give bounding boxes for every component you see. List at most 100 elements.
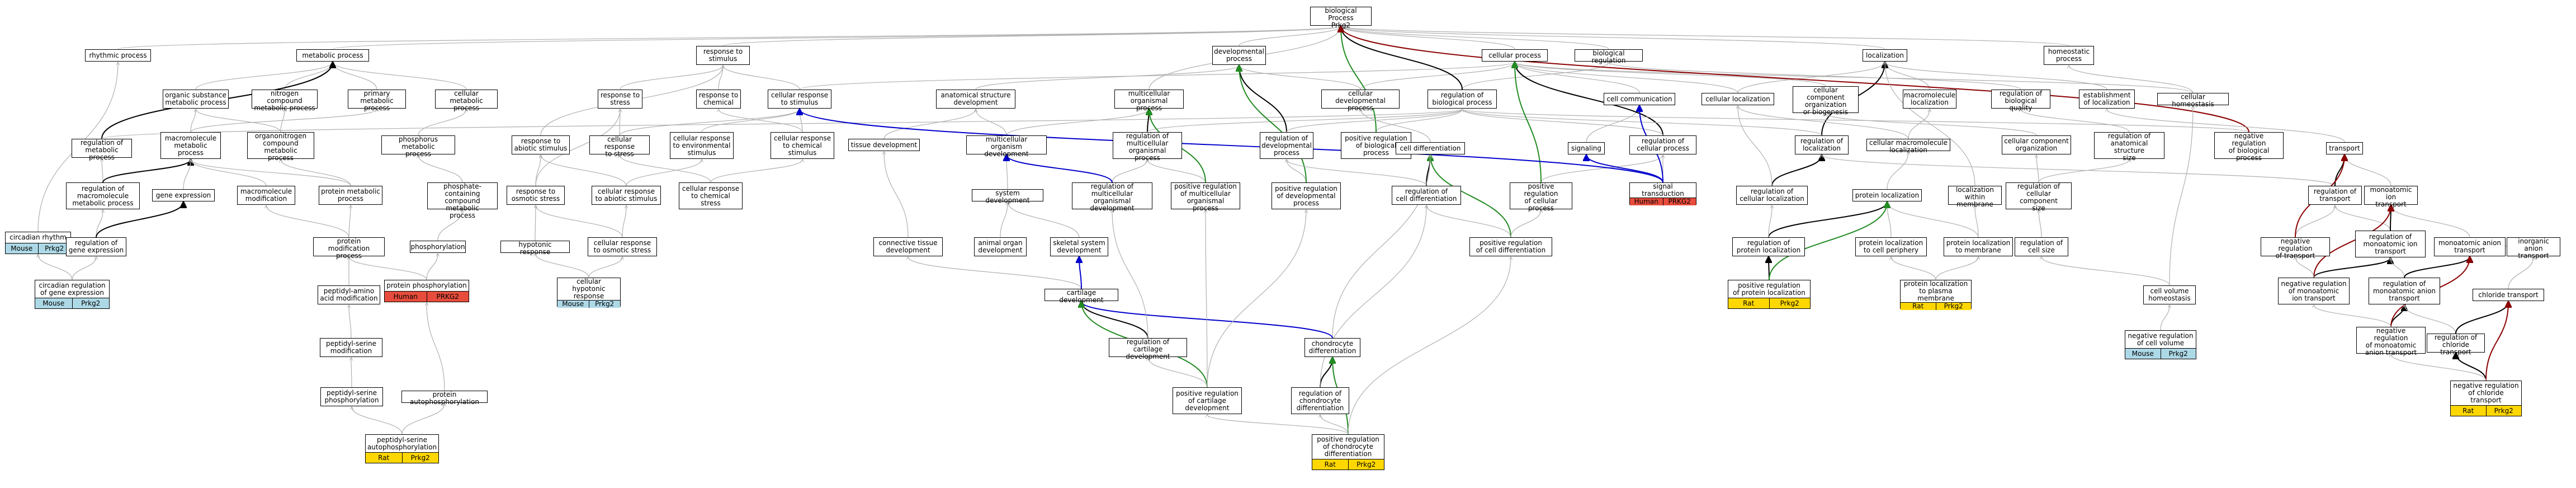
go-term-estab-loc[interactable]: establishment of localization <box>2079 90 2135 109</box>
go-term-reg-cartilage[interactable]: regulation of cartilage development <box>1109 338 1187 360</box>
go-term-cell-resp-env[interactable]: cellular response to environmental stimu… <box>670 132 734 159</box>
go-term-localization[interactable]: localization <box>1863 49 1907 62</box>
go-term-reg-cell-loc[interactable]: regulation of cellular localization <box>1736 186 1808 205</box>
go-term-reg-macro-met[interactable]: regulation of macromolecule metabolic pr… <box>66 182 140 209</box>
go-term-loc-within-mem[interactable]: localization within membrane <box>1948 186 2002 208</box>
go-term-reg-anat-size[interactable]: regulation of anatomical structure size <box>2094 132 2164 162</box>
go-term-homeostatic[interactable]: homeostatic process <box>2044 46 2094 65</box>
go-term-neg-reg-monoatomic-anion[interactable]: negative regulation of monoatomic anion … <box>2356 327 2426 356</box>
go-term-transport[interactable]: transport <box>2326 142 2363 154</box>
go-term-pos-reg-mc[interactable]: positive regulation of multicellular org… <box>1171 182 1240 212</box>
go-term-cell-comp-org2[interactable]: cellular component organization <box>2002 135 2071 154</box>
go-term-reg-bio[interactable]: regulation of biological process <box>1428 90 1497 109</box>
go-term-neg-reg-monoatomic-ion[interactable]: negative regulation of monoatomic ion tr… <box>2278 278 2350 304</box>
go-term-chondrocyte-diff[interactable]: chondrocyte differentiation <box>1304 338 1360 357</box>
go-term-reg-prot-loc[interactable]: regulation of protein localization <box>1732 237 1805 256</box>
go-term-reg-mc-org-dev[interactable]: regulation of multicellular organismal d… <box>1072 182 1152 212</box>
go-term-gene-expr[interactable]: gene expression <box>152 189 215 201</box>
go-term-reg-transport[interactable]: regulation of transport <box>2308 186 2362 205</box>
go-term-cell-dev[interactable]: cellular developmental process <box>1321 90 1400 112</box>
go-term-mc-org[interactable]: multicellular organismal process <box>1114 90 1184 112</box>
go-term-connective[interactable]: connective tissue development <box>873 237 943 256</box>
go-term-metabolic[interactable]: metabolic process <box>296 49 369 62</box>
go-term-bioreg[interactable]: biological regulation <box>1575 49 1643 64</box>
go-term-primary[interactable]: primary metabolic process <box>348 90 406 112</box>
go-term-rhythmic[interactable]: rhythmic process <box>85 49 151 62</box>
go-term-cell-resp-stim[interactable]: cellular response to stimulus <box>768 90 831 109</box>
go-term-anat[interactable]: anatomical structure development <box>936 90 1015 109</box>
go-term-reg-met[interactable]: regulation of metabolic process <box>72 139 132 161</box>
go-term-prot-autophos[interactable]: protein autophosphorylation <box>401 391 488 406</box>
go-term-prot-loc-mem[interactable]: protein localization to membrane <box>1944 237 2013 256</box>
go-term-cell-resp-abiotic[interactable]: cellular response to abiotic stimulus <box>592 186 661 205</box>
go-term-reg-cell-size[interactable]: regulation of cell size <box>2015 237 2068 256</box>
go-term-prot-loc-periph[interactable]: protein localization to cell periphery <box>1855 237 1927 256</box>
go-term-cell-macro-loc[interactable]: cellular macromolecule localization <box>1866 139 1950 154</box>
go-term-skeletal[interactable]: skeletal system development <box>1050 237 1108 256</box>
go-term-macro-met[interactable]: macromolecule metabolic process <box>160 132 221 159</box>
go-term-monoatomic-ion[interactable]: monoatomic ion transport <box>2364 186 2418 208</box>
go-term-reg-bioqual[interactable]: regulation of biological quality <box>1991 90 2050 112</box>
go-term-resp-stim[interactable]: response to stimulus <box>696 46 750 65</box>
go-term-cell-vol-homeo[interactable]: cell volume homeostasis <box>2143 285 2196 304</box>
go-term-pos-reg-dev[interactable]: positive regulation of developmental pro… <box>1272 182 1341 209</box>
go-term-inorganic-anion[interactable]: inorganic anion transport <box>2507 237 2560 260</box>
go-term-orgnitro[interactable]: organonitrogen compound metabolic proces… <box>247 132 314 162</box>
go-term-cell-comm[interactable]: cell communication <box>1604 93 1675 105</box>
go-term-hypotonic[interactable]: hypotonic response <box>500 241 570 256</box>
go-term-resp-chem[interactable]: response to chemical <box>696 90 741 109</box>
go-term-neg-reg-bio[interactable]: negative regulation of biological proces… <box>2214 132 2284 162</box>
go-term-phosphorylation[interactable]: phosphorylation <box>410 241 466 253</box>
go-term-prot-met[interactable]: protein metabolic process <box>319 186 382 205</box>
go-term-phos-met[interactable]: phosphorus metabolic process <box>381 135 455 158</box>
go-term-resp-stress[interactable]: response to stress <box>598 90 642 109</box>
go-term-animal-organ[interactable]: animal organ development <box>974 237 1027 256</box>
go-term-reg-chondrocyte[interactable]: regulation of chondrocyte differentiatio… <box>1291 387 1349 414</box>
go-term-nitrogen[interactable]: nitrogen compound metabolic process <box>252 90 318 112</box>
go-term-pos-reg-bio[interactable]: positive regulation of biological proces… <box>1341 132 1411 159</box>
go-term-mc-org-dev[interactable]: multicellular organism development <box>966 135 1047 158</box>
go-term-macro-mod[interactable]: macromolecule modification <box>237 186 295 205</box>
go-term-cartilage[interactable]: cartilage development <box>1044 289 1118 304</box>
go-term-reg-cell-comp-size[interactable]: regulation of cellular component size <box>2006 182 2072 212</box>
go-term-cell-resp-stress[interactable]: cellular response to stress <box>589 135 650 158</box>
go-term-pos-reg-chondrocyte[interactable]: positive regulation of chondrocyte diffe… <box>1312 434 1384 470</box>
go-term-reg-loc[interactable]: regulation of localization <box>1795 135 1849 154</box>
go-term-cell-resp-chem-stress[interactable]: cellular response to chemical stress <box>679 182 743 209</box>
go-term-reg-gene-expr[interactable]: regulation of gene expression <box>66 237 126 256</box>
go-term-pos-reg-cartilage[interactable]: positive regulation of cartilage develop… <box>1173 387 1242 414</box>
go-term-peptidyl-serine-mod[interactable]: peptidyl-serine modification <box>320 338 382 357</box>
go-term-tissue-dev[interactable]: tissue development <box>848 139 920 151</box>
go-term-cellmet[interactable]: cellular metabolic process <box>435 90 498 112</box>
go-term-resp-abiotic[interactable]: response to abiotic stimulus <box>512 135 570 154</box>
go-term-signaling[interactable]: signaling <box>1568 142 1605 154</box>
go-term-neg-reg-transport[interactable]: negative regulation of transport <box>2261 237 2330 260</box>
go-term-reg-chloride[interactable]: regulation of chloride transport <box>2427 334 2485 356</box>
go-term-resp-osmotic[interactable]: response to osmotic stress <box>507 186 565 205</box>
go-term-reg-monoatomic-anion[interactable]: regulation of monoatomic anion transport <box>2369 278 2440 304</box>
go-term-peptidyl-serine-phos[interactable]: peptidyl-serine phosphorylation <box>320 387 383 406</box>
go-term-cell-homeo[interactable]: cellular homeostasis <box>2157 93 2229 108</box>
go-term-cell-diff[interactable]: cell differentiation <box>1396 142 1465 154</box>
go-term-prot-loc[interactable]: protein localization <box>1852 189 1922 201</box>
go-term-devproc[interactable]: developmental process <box>1212 46 1266 65</box>
go-term-orgsub[interactable]: organic substance metabolic process <box>163 90 229 109</box>
go-term-macro-loc[interactable]: macromolecule localization <box>1903 90 1956 109</box>
go-term-prot-mod[interactable]: protein modification process <box>313 237 385 260</box>
go-term-pos-reg-cell[interactable]: positive regulation of cellular process <box>1510 182 1572 212</box>
go-term-phosphate-met[interactable]: phosphate-containing compound metabolic … <box>427 182 498 219</box>
go-term-pos-reg-cell-diff[interactable]: positive regulation of cell differentiat… <box>1469 237 1552 256</box>
go-term-chloride[interactable]: chloride transport <box>2473 289 2544 301</box>
go-term-neg-reg-chloride[interactable]: negative regulation of chloride transpor… <box>2450 381 2522 416</box>
go-term-monoatomic-anion[interactable]: monoatomic anion transport <box>2434 237 2506 256</box>
go-term-cellproc[interactable]: cellular process <box>1482 49 1548 62</box>
go-term-cell-comp-org[interactable]: cellular component organization or bioge… <box>1793 86 1859 116</box>
go-term-reg-monoatomic-ion[interactable]: regulation of monoatomic ion transport <box>2355 231 2426 257</box>
go-term-pos-reg-prot-loc[interactable]: positive regulation of protein localizat… <box>1728 280 1811 309</box>
